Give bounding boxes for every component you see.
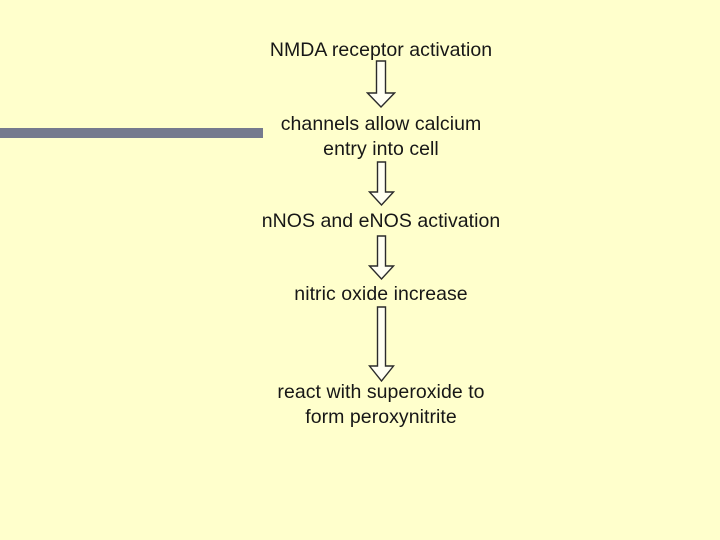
down-block-arrow-icon <box>368 161 395 206</box>
flow-step-1-label: NMDA receptor activation <box>269 39 493 61</box>
down-block-arrow-icon <box>368 306 395 382</box>
decorative-accent-bar <box>0 128 263 138</box>
flow-step-5-label: react with superoxide to form peroxynitr… <box>277 381 485 428</box>
flow-step-4-label: nitric oxide increase <box>294 283 468 305</box>
down-block-arrow-icon <box>368 235 395 280</box>
flow-step-3-label: nNOS and eNOS activation <box>261 210 501 232</box>
flow-step-2-label: channels allow calcium entry into cell <box>280 113 482 160</box>
down-block-arrow-icon <box>366 60 396 108</box>
